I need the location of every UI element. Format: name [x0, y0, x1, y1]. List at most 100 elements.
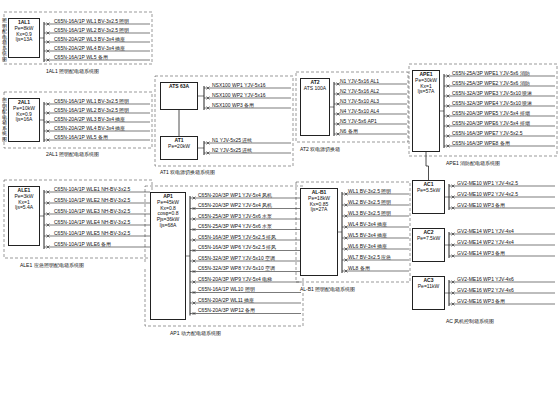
feeder-line	[190, 208, 301, 209]
breaker-symbol	[447, 105, 450, 108]
diagram-caption: APE1 消防配电箱系统图	[446, 160, 554, 166]
feeder-label: C65N-16A/1P WL2 BV-3x2.5 照明	[54, 107, 150, 113]
feeder-line	[44, 140, 150, 141]
breaker-symbol	[193, 218, 196, 221]
breaker-symbol	[345, 226, 348, 229]
feeder-label: N1 YJV-5x25 进线	[212, 137, 291, 143]
feeder-line	[44, 51, 150, 52]
feeder-label: N6 备用	[340, 128, 407, 134]
incoming-line	[338, 232, 342, 233]
panel-data: Pe=45kW Kx=0.8 cosφ=0.8 Pjs=36kW Ijs=68A	[152, 200, 184, 229]
panel-data: Pe=3kW Kx=1 Ijs=5.4A	[10, 194, 38, 211]
feeder-label: GV2-ME10 WP3 备用	[457, 202, 555, 208]
feeder-line	[334, 84, 407, 85]
feeder-label: C65N-16A/1P WL10 照明	[198, 286, 301, 292]
breaker-symbol	[193, 260, 196, 263]
breaker-symbol	[337, 103, 340, 106]
feeder-line	[444, 146, 555, 147]
feeder-label: C65N-20A/2P WL3 BV-3x4 插座	[54, 36, 150, 42]
feeder-line	[334, 114, 407, 115]
breaker-symbol	[447, 85, 450, 88]
breaker-symbol	[47, 191, 50, 194]
breaker-symbol	[452, 233, 455, 236]
panel-data: Pe=8kW Kx=0.9 Ijs=13A	[10, 26, 38, 43]
feeder-lines	[40, 22, 555, 316]
feeder-label: C65N-20A/3P WP2 YJV-5x4 风机	[198, 202, 301, 208]
feeder-line	[44, 113, 150, 114]
feeder-label: N3 YJV-5x10 AL3	[340, 98, 407, 104]
feeder-line	[449, 282, 555, 283]
breaker-symbol	[345, 193, 348, 196]
feeder-label: N5 YJV-5x6 AP1	[340, 118, 407, 124]
feeder-line	[334, 134, 407, 135]
breaker-symbol	[447, 145, 450, 148]
diagram-caption: 1AL1 照明配电箱系统图	[46, 68, 150, 74]
bus-bar	[334, 82, 335, 136]
breaker-symbol	[193, 249, 196, 252]
feeder-line	[444, 106, 555, 107]
feeder-label: C65N-16A/1P WL1 BV-3x2.5 照明	[54, 18, 150, 24]
breaker-symbol	[47, 32, 50, 35]
breaker-symbol	[207, 97, 210, 100]
panel-outline	[4, 180, 152, 258]
panel-outline	[296, 72, 408, 142]
panel-outline	[4, 12, 152, 64]
incoming-line	[440, 111, 444, 112]
feeder-line	[449, 234, 555, 235]
feeder-label: NSX100 WP2 YJV-5x16	[212, 92, 291, 98]
panel-name: ATS 63A	[162, 84, 196, 90]
breaker-symbol	[47, 235, 50, 238]
feeder-label: N2 YJV-5x25 进线	[212, 147, 291, 153]
diagram-caption: AC 风机控制箱系统图	[446, 318, 554, 324]
breaker-symbol	[337, 123, 340, 126]
panel-data: Pe=7.5kW	[414, 236, 443, 242]
feeder-line	[444, 126, 555, 127]
feeder-label: C65N-25A/3P WP4 YJV-5x6 水泵	[198, 223, 301, 229]
breaker-symbol	[447, 95, 450, 98]
breaker-symbol	[193, 312, 196, 315]
breaker-symbol	[207, 152, 210, 155]
feeder-label: C65N-20A/2P WL3 BV-3x4 插座	[54, 116, 150, 122]
breaker-symbol	[47, 246, 50, 249]
feeder-label: NSX100 WP1 YJV-5x16	[212, 82, 291, 88]
feeder-label: GV2-ME10 WP2 YJV-4x2.5	[457, 191, 555, 197]
feeder-line	[449, 245, 555, 246]
breaker-symbol	[193, 302, 196, 305]
feeder-line	[190, 282, 301, 283]
breaker-symbol	[447, 135, 450, 138]
panel-outline	[145, 186, 303, 326]
feeder-line	[190, 303, 301, 304]
feeder-line	[444, 86, 555, 87]
feeder-label: C65N-20A/3P WPE5 YJV-5x4 排烟	[452, 110, 555, 116]
feeder-label: C65N-32A/3P WP7 YJV-5x10 空调	[198, 255, 301, 261]
feeder-line	[190, 292, 301, 293]
breaker-symbol	[193, 228, 196, 231]
breaker-symbol	[447, 125, 450, 128]
panel-box: APE1Pe=30kW Kx=1 Ijs=57A	[412, 70, 440, 152]
feeder-label: N4 YJV-5x10 AL4	[340, 108, 407, 114]
feeder-label: WL3 BV-3x2.5 照明	[348, 210, 409, 216]
panel-outline	[409, 64, 557, 156]
diagram-caption: AP1 动力配电箱系统图	[170, 330, 300, 336]
breaker-symbol	[47, 213, 50, 216]
feeder-label: C65N-20A/2P WL4 BV-3x4 插座	[54, 125, 150, 131]
incoming-line	[198, 96, 204, 97]
incoming-line	[40, 38, 44, 39]
feeder-label: GV2-ME14 WP3 备用	[457, 250, 555, 256]
feeder-label: C65N-32A/3P WP8 YJV-5x10 空调	[198, 265, 301, 271]
panel-outline	[296, 182, 410, 282]
breaker-symbol	[345, 237, 348, 240]
breaker-symbol	[193, 207, 196, 210]
breaker-symbol	[193, 270, 196, 273]
breaker-symbol	[345, 259, 348, 262]
panel-data: Pe=10kW Kx=0.9 Ijs=16A	[10, 106, 38, 123]
feeder-label: C65N-20A/2P WL4 BV-3x4 插座	[54, 45, 150, 51]
panel-box: AC3Pe=11kW	[412, 276, 445, 310]
bus-bar	[342, 192, 343, 273]
incoming-line	[445, 245, 449, 246]
feeder-label: C65N-20A/3P WP1 YJV-5x4 风机	[198, 192, 301, 198]
feeder-label: NSX100 WP3 备用	[212, 102, 291, 108]
feeder-line	[342, 227, 409, 228]
feeder-line	[449, 186, 555, 187]
feeder-line	[44, 236, 150, 237]
